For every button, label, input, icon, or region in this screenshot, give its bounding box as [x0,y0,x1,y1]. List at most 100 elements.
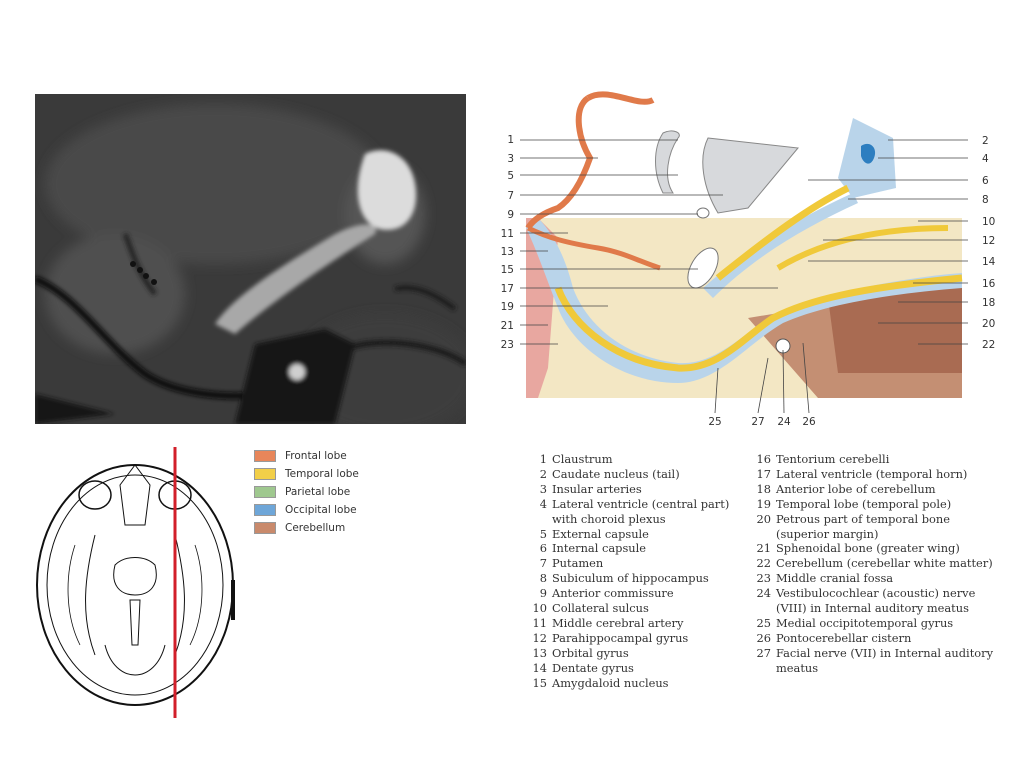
callout-label: 23 [501,339,514,351]
callout-label: 22 [982,339,995,351]
key-number: 12 [522,631,552,646]
key-text: with choroid plexus [552,512,747,527]
key-text: External capsule [552,527,747,542]
key-text: Claustrum [552,452,747,467]
legend-swatch [254,486,276,498]
key-text: Lateral ventricle (central part) [552,497,747,512]
key-number: 25 [746,616,776,631]
callout-label: 7 [507,190,514,202]
key-text: Insular arteries [552,482,747,497]
key-number: 15 [522,676,552,691]
key-number: 14 [522,661,552,676]
key-text: Middle cranial fossa [776,571,1011,586]
key-text: Caudate nucleus (tail) [552,467,747,482]
legend-label: Cerebellum [285,522,345,534]
legend-swatch [254,468,276,480]
legend-swatch [254,504,276,516]
legend-label: Occipital lobe [285,504,357,516]
axial-brain-diagram [35,445,250,720]
key-text: Cerebellum (cerebellar white matter) [776,556,1011,571]
key-number: 19 [746,497,776,512]
callout-label: 2 [982,135,989,147]
callout-label: 10 [982,216,995,228]
key-number: 16 [746,452,776,467]
key-text: Middle cerebral artery [552,616,747,631]
key-number [522,512,552,527]
key-number: 9 [522,586,552,601]
key-number: 4 [522,497,552,512]
callout-label: 21 [501,320,514,332]
callout-label: 5 [507,170,514,182]
key-text: Sphenoidal bone (greater wing) [776,541,1011,556]
legend-temporal: Temporal lobe [254,465,404,483]
callout-label: 6 [982,175,989,187]
key-text: Collateral sulcus [552,601,747,616]
key-text: Petrous part of temporal bone [776,512,1011,527]
key-number [746,601,776,616]
legend-label: Frontal lobe [285,450,347,462]
callout-label: 18 [982,297,995,309]
callout-label: 17 [501,283,514,295]
key-number: 17 [746,467,776,482]
callout-label: 11 [501,228,514,240]
key-text: Subiculum of hippocampus [552,571,747,586]
callout-label: 24 [777,416,791,428]
key-number: 8 [522,571,552,586]
legend-parietal: Parietal lobe [254,483,404,501]
key-text: Dentate gyrus [552,661,747,676]
key-item: (superior margin) [746,527,1011,542]
key-number: 27 [746,646,776,661]
key-number: 13 [522,646,552,661]
callout-label: 9 [507,209,514,221]
legend-frontal: Frontal lobe [254,447,404,465]
callout-label: 13 [501,246,514,258]
key-number: 3 [522,482,552,497]
legend-swatch [254,450,276,462]
legend-swatch [254,522,276,534]
key-item: with choroid plexus [522,512,747,527]
callout-label: 27 [751,416,764,428]
key-number: 1 [522,452,552,467]
key-item: (VIII) in Internal auditory meatus [746,601,1011,616]
callout-label: 25 [708,416,721,428]
lobe-legend: Frontal lobe Temporal lobe Parietal lobe… [254,447,404,537]
callout-label: 19 [501,301,514,313]
key-text: Orbital gyrus [552,646,747,661]
key-number: 5 [522,527,552,542]
key-text: Pontocerebellar cistern [776,631,1011,646]
key-number: 7 [522,556,552,571]
key-number: 2 [522,467,552,482]
callout-label: 8 [982,194,989,206]
key-text: Temporal lobe (temporal pole) [776,497,1011,512]
key-number [746,661,776,676]
legend-label: Temporal lobe [285,468,359,480]
key-number: 10 [522,601,552,616]
callout-label: 16 [982,278,996,290]
key-number: 26 [746,631,776,646]
key-item: meatus [746,661,1011,676]
callout-label: 1 [507,134,514,146]
key-text: Anterior commissure [552,586,747,601]
callout-label: 26 [802,416,816,428]
mri-image [35,94,466,424]
key-number: 20 [746,512,776,527]
key-number [746,527,776,542]
